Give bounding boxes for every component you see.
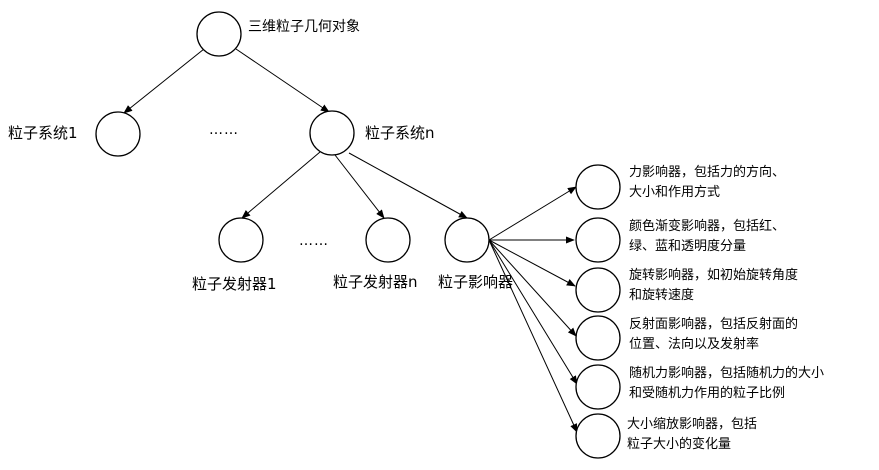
affector-node-4	[575, 315, 621, 361]
edge-affector-3	[488, 239, 576, 287]
affector-label-2-line1: 颜色渐变影响器，包括红、	[629, 219, 786, 234]
emitter-ellipsis: ……	[299, 233, 329, 249]
affector-label-3: 旋转影响器，如初始旋转角度 和旋转速度	[629, 266, 798, 306]
root-label: 三维粒子几何对象	[248, 19, 360, 35]
affector-group-node	[444, 217, 490, 263]
edge-affector-5	[488, 239, 578, 385]
affector-label-2: 颜色渐变影响器，包括红、 绿、蓝和透明度分量	[629, 217, 785, 257]
emitter-label-1: 粒子发射器1	[192, 275, 277, 293]
edge-root-system1	[123, 48, 205, 114]
affector-node-6	[575, 413, 621, 459]
affector-label-6-line1: 大小缩放影响器，包括	[627, 417, 758, 432]
edge-affector-1	[488, 186, 577, 241]
edge-systemn-emitter1	[241, 151, 321, 219]
nodes	[95, 11, 621, 459]
affector-node-1	[575, 164, 621, 210]
affector-node-2	[575, 217, 621, 263]
system-node-1	[95, 111, 141, 157]
affector-node-3	[575, 267, 621, 313]
affector-label-4: 反射面影响器，包括反射面的 位置、法向以及发射率	[629, 315, 798, 355]
affector-label-1-line1: 力影响器，包括力的方向、	[629, 165, 786, 180]
edge-systemn-emittern	[334, 154, 385, 219]
emitter-node-1	[218, 217, 264, 263]
affector-group-label: 粒子影响器	[438, 273, 514, 291]
affector-label-5-line2: 和受随机力作用的粒子比例	[629, 386, 786, 401]
affector-label-1-line2: 大小和作用方式	[629, 185, 721, 200]
affector-label-3-line2: 和旋转速度	[629, 288, 695, 303]
emitter-label-n: 粒子发射器n	[333, 273, 418, 291]
affector-label-2-line2: 绿、蓝和透明度分量	[629, 239, 747, 254]
edge-systemn-affectors	[348, 152, 468, 219]
edge-root-systemn	[235, 48, 330, 113]
affector-node-5	[575, 364, 621, 410]
affector-label-6-line2: 粒子大小的变化量	[627, 437, 732, 452]
root-node	[196, 11, 242, 57]
edge-affector-6	[488, 239, 578, 433]
system-node-n	[309, 110, 355, 156]
affector-label-5-line1: 随机力影响器，包括随机力的大小	[629, 366, 825, 381]
system-ellipsis: ……	[209, 122, 239, 138]
edge-affector-4	[488, 239, 577, 337]
affector-label-4-line1: 反射面影响器，包括反射面的	[629, 317, 799, 332]
system-label-1: 粒子系统1	[8, 124, 78, 142]
affector-label-6: 大小缩放影响器，包括 粒子大小的变化量	[627, 415, 757, 455]
affector-label-5: 随机力影响器，包括随机力的大小 和受随机力作用的粒子比例	[629, 364, 824, 404]
affector-label-4-line2: 位置、法向以及发射率	[629, 337, 760, 352]
emitter-node-n	[365, 217, 411, 263]
affector-label-1: 力影响器，包括力的方向、 大小和作用方式	[629, 163, 785, 203]
edges	[123, 48, 578, 433]
system-label-n: 粒子系统n	[365, 124, 435, 142]
affector-label-3-line1: 旋转影响器，如初始旋转角度	[629, 268, 799, 283]
